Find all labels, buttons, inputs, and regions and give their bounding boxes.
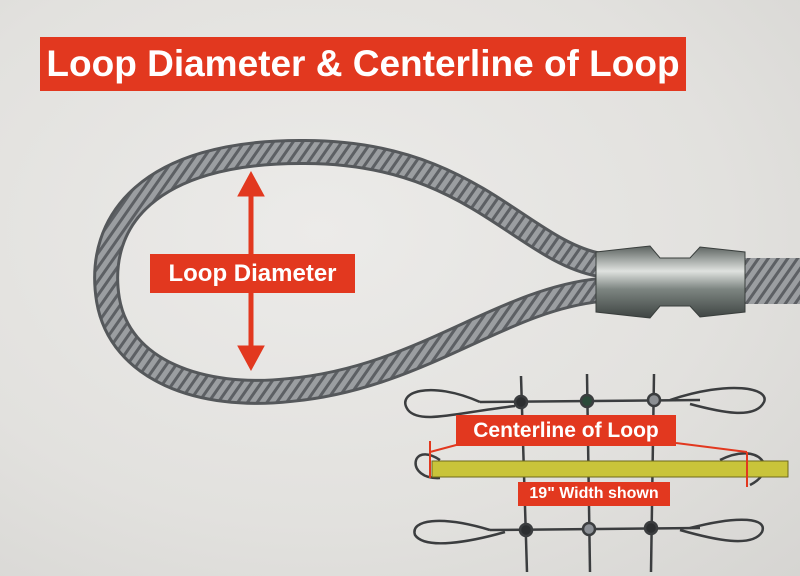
width-shown-label: 19" Width shown [518, 482, 670, 506]
ferrule-sleeve [595, 245, 746, 319]
wire-rope-loop [93, 138, 800, 405]
tape-measure [431, 460, 789, 478]
loop-diameter-label: Loop Diameter [150, 254, 355, 293]
inset-fence-diagram [404, 373, 766, 573]
title-banner: Loop Diameter & Centerline of Loop [40, 37, 686, 91]
centerline-markers [429, 441, 748, 487]
centerline-label: Centerline of Loop [456, 415, 676, 446]
